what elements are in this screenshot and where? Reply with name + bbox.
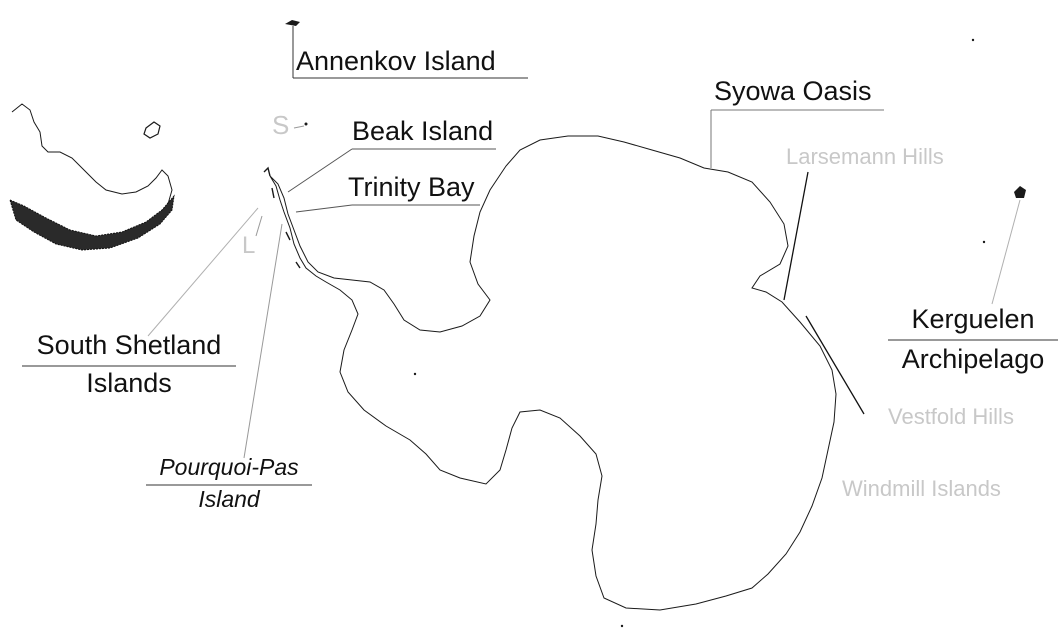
label-windmill-islands: Windmill Islands	[842, 476, 1001, 501]
falkland-islands	[143, 121, 161, 139]
label-annenkov-island: Annenkov Island	[296, 46, 496, 76]
island-dot	[982, 240, 986, 244]
label-syowa-oasis: Syowa Oasis	[714, 76, 872, 106]
leader-pourquoi	[243, 223, 283, 459]
island-dot	[620, 624, 624, 628]
label-trinity-bay: Trinity Bay	[348, 172, 475, 202]
island-dot	[413, 372, 417, 376]
label-larsemann-hills: Larsemann Hills	[786, 144, 944, 169]
marker-l: L	[242, 232, 256, 259]
tierra-del-fuego	[9, 194, 175, 251]
leader-kerguelen	[991, 199, 1021, 305]
label-south-shetland-line2: Islands	[86, 368, 172, 398]
label-pourquoi-pas-line1: Pourquoi-Pas	[159, 454, 299, 480]
marker-s: S	[272, 110, 290, 140]
south-georgia	[285, 20, 300, 26]
leader-beak	[287, 148, 353, 193]
leader-l-marker	[255, 215, 263, 237]
leader-vestfold	[805, 315, 865, 415]
peninsula-islands	[263, 166, 301, 269]
leader-trinity	[295, 204, 353, 213]
leader-s-marker	[293, 125, 305, 129]
leader-south-shetland	[147, 207, 259, 337]
label-pourquoi-pas-line2: Island	[198, 486, 260, 512]
island-dot	[304, 122, 308, 126]
label-south-shetland-line1: South Shetland	[36, 330, 222, 360]
label-beak-island: Beak Island	[352, 116, 494, 146]
leader-larsemann	[783, 171, 809, 301]
antarctic-peninsula	[269, 135, 837, 611]
label-kerguelen-line1: Kerguelen	[911, 304, 1035, 334]
label-kerguelen-line2: Archipelago	[901, 344, 1045, 374]
kerguelen-islands	[1014, 186, 1026, 198]
island-dot	[971, 38, 975, 42]
label-vestfold-hills: Vestfold Hills	[888, 404, 1014, 429]
